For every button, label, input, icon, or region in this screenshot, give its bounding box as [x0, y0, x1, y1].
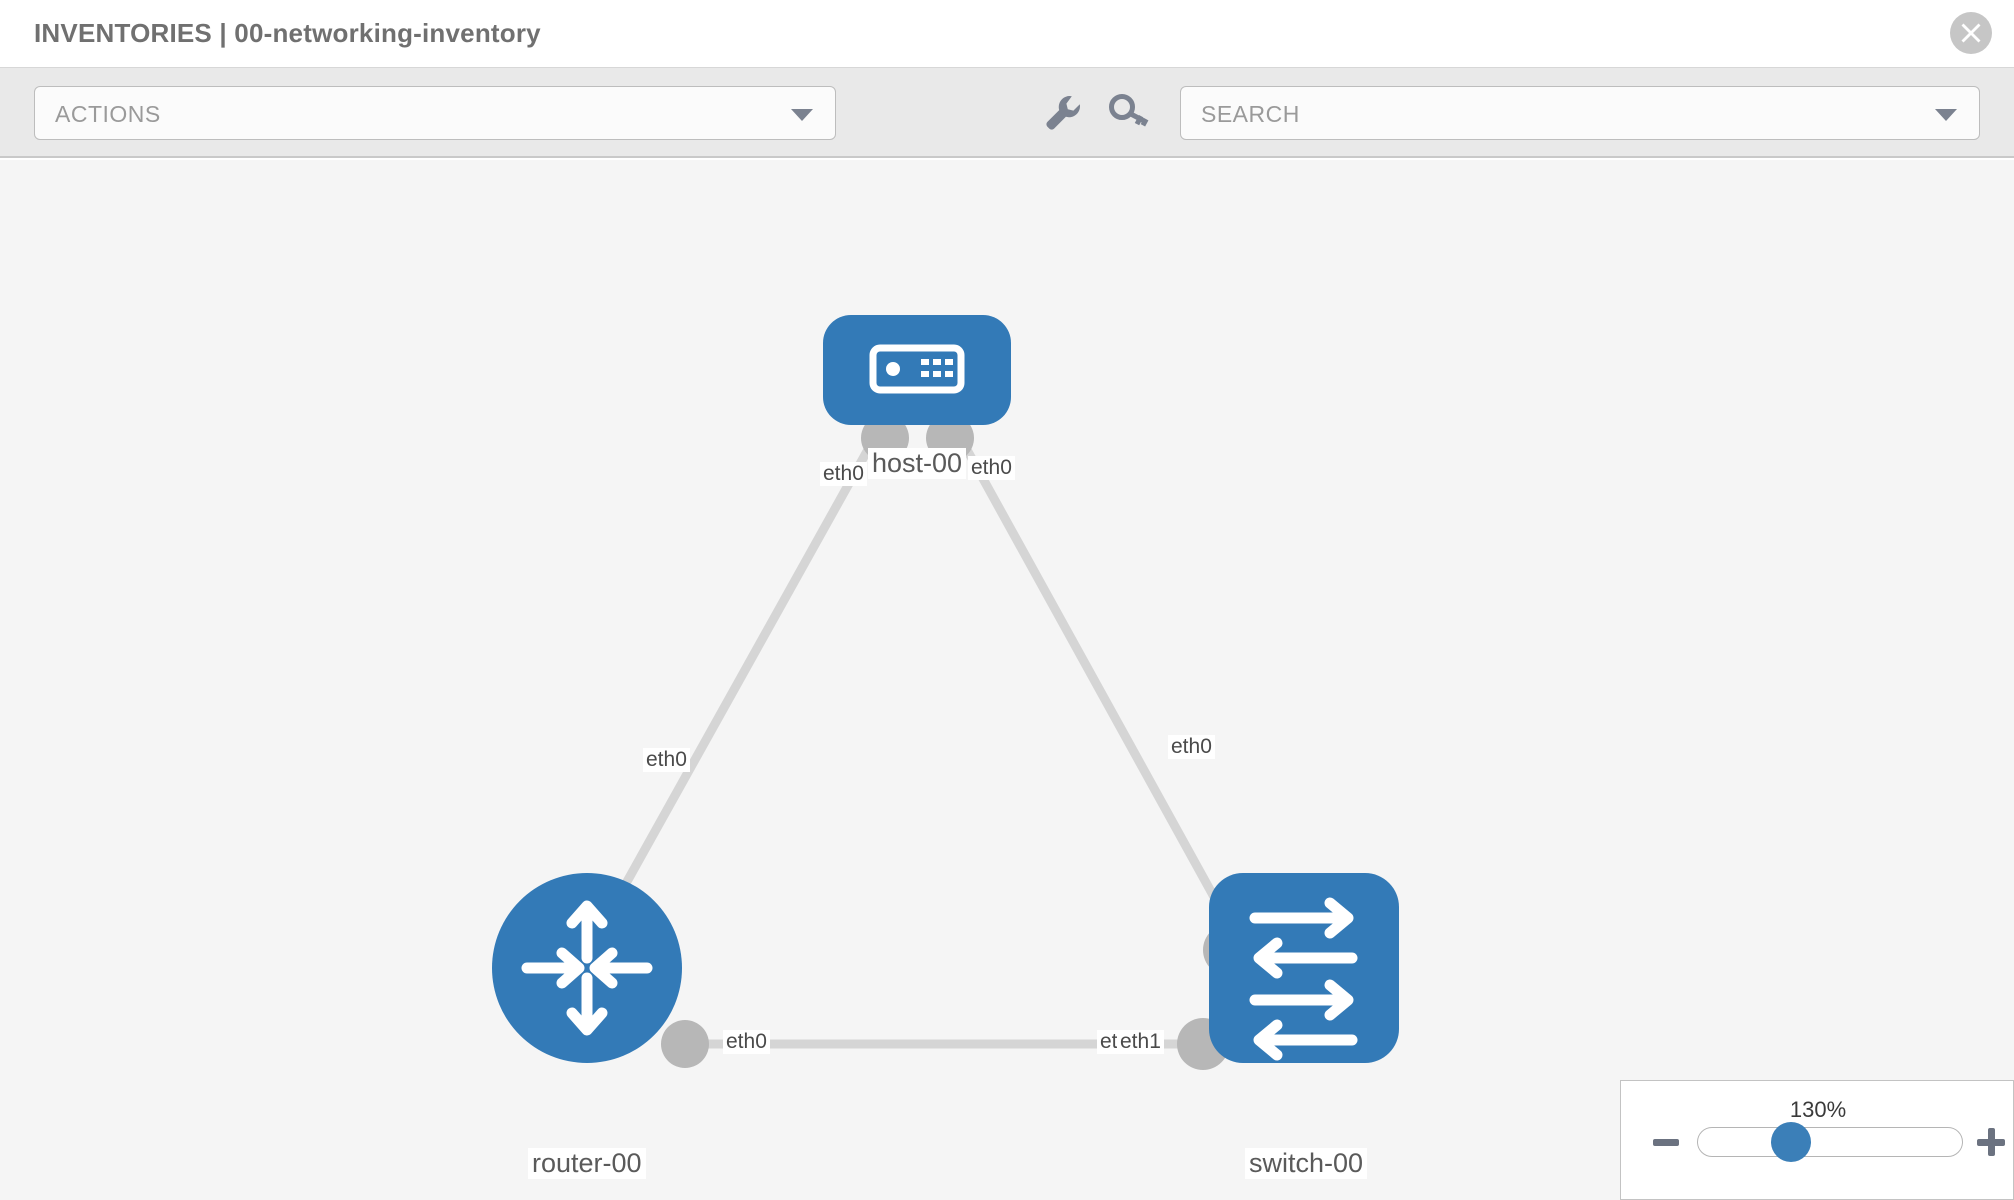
- iface-label-switch-north: eth0: [1168, 735, 1215, 759]
- plus-icon[interactable]: [1977, 1128, 2005, 1156]
- zoom-slider-thumb[interactable]: [1771, 1122, 1811, 1162]
- router-arrows-icon: [521, 900, 653, 1036]
- toolbar: ACTIONS SEARCH: [0, 68, 2014, 158]
- link-host-switch: [951, 425, 1239, 938]
- topology-canvas[interactable]: host-00 router-00 switch-00 eth0 eth0 et…: [0, 160, 2014, 1200]
- link-layer: [596, 425, 1239, 1049]
- iface-label-router-north: eth0: [643, 748, 690, 772]
- search-placeholder: SEARCH: [1201, 101, 1300, 127]
- topology-graph: [492, 315, 1399, 1070]
- search-input[interactable]: SEARCH: [1180, 86, 1980, 140]
- node-label-host-00: host-00: [868, 448, 967, 479]
- iface-label-host-left: eth0: [820, 462, 867, 486]
- page-header: INVENTORIES | 00-networking-inventory: [0, 0, 2014, 68]
- key-icon[interactable]: [1104, 88, 1152, 136]
- zoom-control-panel: 130%: [1620, 1080, 2014, 1200]
- connector-layer: [661, 414, 1255, 1070]
- server-icon: [869, 344, 965, 394]
- zoom-level-value: 130%: [1789, 1097, 1847, 1122]
- zoom-slider-track[interactable]: [1697, 1127, 1963, 1157]
- switch-arrows-icon: [1249, 897, 1358, 1061]
- node-host-00: [823, 315, 1011, 425]
- node-label-router-00: router-00: [528, 1148, 646, 1179]
- minus-icon[interactable]: [1653, 1139, 1679, 1146]
- iface-label-host-right: eth0: [968, 456, 1015, 480]
- connector-router-east: [661, 1020, 709, 1068]
- node-switch-00: [1209, 873, 1399, 1063]
- actions-dropdown-label: ACTIONS: [55, 101, 161, 127]
- close-icon[interactable]: [1950, 12, 1992, 54]
- iface-label-router-east: eth0: [723, 1030, 770, 1054]
- wrench-icon[interactable]: [1038, 88, 1086, 136]
- chevron-down-icon: [791, 109, 813, 121]
- page-title: INVENTORIES | 00-networking-inventory: [34, 18, 541, 48]
- chevron-down-icon: [1935, 109, 1957, 121]
- node-router-00: [492, 873, 682, 1063]
- iface-label-switch-west: eth1: [1117, 1030, 1164, 1054]
- node-label-switch-00: switch-00: [1245, 1148, 1368, 1179]
- link-host-router: [596, 425, 884, 933]
- actions-dropdown[interactable]: ACTIONS: [34, 86, 836, 140]
